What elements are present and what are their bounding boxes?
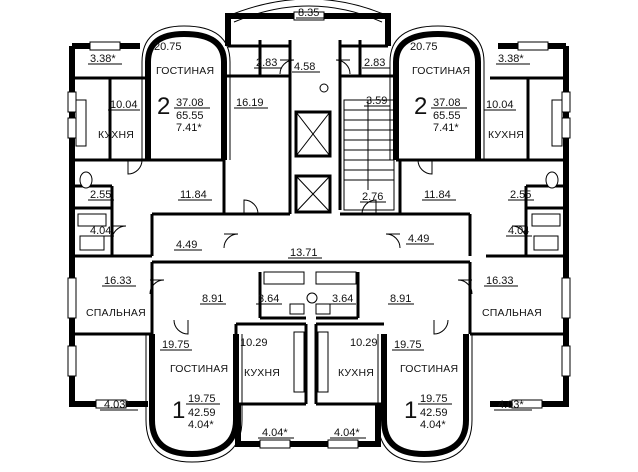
label-br-balcony-outer: 4.03* [498,399,524,411]
label-r-bedroom-area: 16.33 [486,275,514,287]
label-tl-balcony-total: 7.41* [176,122,202,134]
label-tl-total: 65.55 [176,110,204,122]
label-r-bath: 3.64 [332,293,353,305]
central-top-balcony [227,0,389,23]
label-tl-bath: 2.55 [90,189,111,201]
label-br-living-total: 19.75 [420,393,448,405]
label-tr-balcony: 3.38* [498,53,524,65]
label-top-balcony: 8.35 [298,7,319,19]
label-bl-kitchen-area: 10.29 [240,337,268,349]
bottom-left-bay [145,334,243,463]
bottom-right-bay [377,334,473,463]
staircase [343,99,395,211]
label-tr-bath: 2.55 [510,189,531,201]
label-tr-kitchen-area: 10.04 [486,99,514,111]
label-l-hall: 8.91 [202,293,223,305]
label-bl-balcony-inner: 4.04* [262,427,288,439]
label-lobby-small: 3.59 [366,95,387,107]
label-tr-total: 65.55 [433,110,461,122]
label-tr-living: ГОСТИНАЯ [412,65,470,77]
label-br-living: ГОСТИНАЯ [400,363,458,375]
label-tl-storage: 4.58 [294,61,315,73]
label-tl-living-area: 20.75 [154,41,182,53]
label-tr-living-area: 20.75 [410,41,438,53]
label-tr-hallway: 11.84 [424,189,451,201]
label-bl-rooms: 1 [172,397,185,424]
label-tl-living: ГОСТИНАЯ [156,65,214,77]
doors [111,59,527,335]
label-bl-living: ГОСТИНАЯ [170,363,228,375]
label-br-kitchen: КУХНЯ [338,367,374,379]
label-bl-balcony-total: 4.04* [188,419,214,431]
label-tl-rooms: 2 [157,93,170,120]
label-r-hall: 8.91 [390,293,411,305]
label-br-balcony-total: 4.04* [420,419,446,431]
label-r-bedroom: СПАЛЬНАЯ [482,307,542,319]
label-r-vestibule: 4.49 [408,233,429,245]
top-left-bay [141,25,231,160]
label-tl-kitchen: КУХНЯ [98,129,134,141]
label-bl-kitchen: КУХНЯ [244,367,280,379]
label-tr-balcony-total: 7.41* [433,122,459,134]
label-tl-balcony: 3.38* [90,53,116,65]
label-l-vestibule: 4.49 [176,239,197,251]
label-corridor: 13.71 [290,247,318,259]
label-bl-living-area: 19.75 [162,339,190,351]
label-tl-corridor-small: 2.83 [256,57,277,69]
label-l-wc: 4.04 [90,225,111,237]
label-tl-living-total: 37.08 [176,97,204,109]
label-bl-balcony-outer: 4.03* [104,399,130,411]
label-br-kitchen-area: 10.29 [350,337,378,349]
label-br-balcony-inner: 4.04* [334,427,360,439]
label-bl-living-total: 19.75 [188,393,216,405]
label-tr-rooms: 2 [414,93,427,120]
label-tl-kitchen-area: 10.04 [110,99,138,111]
label-tr-corridor-small: 2.83 [364,57,385,69]
label-tr-kitchen: КУХНЯ [488,129,524,141]
label-br-total: 42.59 [420,407,448,419]
label-tr-living-total: 37.08 [433,97,461,109]
label-br-living-area: 19.75 [394,339,422,351]
label-tl-hall: 16.19 [236,97,264,109]
label-stairs: 2.76 [362,191,383,203]
label-tl-hallway: 11.84 [180,189,207,201]
label-l-bath: 3.64 [258,293,279,305]
label-bl-total: 42.59 [188,407,216,419]
top-right-bay [389,25,485,160]
label-br-rooms: 1 [404,397,417,424]
labels: 8.35 3.38* 20.75 ГОСТИНАЯ 2.83 4.58 10.0… [86,7,542,439]
label-r-wc: 4.04 [508,225,529,237]
label-l-bedroom-area: 16.33 [104,275,132,287]
label-l-bedroom: СПАЛЬНАЯ [86,307,146,319]
